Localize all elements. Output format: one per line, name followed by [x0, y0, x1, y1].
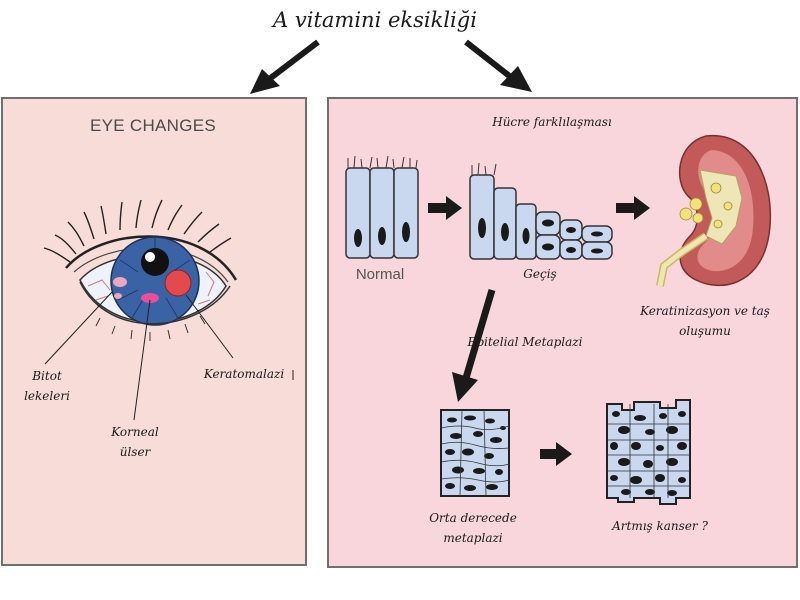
moderate-metaplasia-tissue: [440, 409, 510, 497]
eye-changes-panel: [1, 97, 307, 566]
eye-changes-heading: EYE CHANGES: [89, 116, 217, 135]
arrow-to-metaplasia: [452, 289, 496, 402]
cancer-tissue: [606, 399, 691, 505]
normal-epithelium: [345, 155, 419, 259]
korneal-pointer: [133, 299, 151, 421]
arrow-right-head: [500, 66, 532, 92]
increased-cancer-label: Artmış kanser ?: [612, 519, 708, 533]
arrow-to-cancer: [540, 442, 572, 466]
bitot-pointer: [44, 291, 113, 365]
normal-label: Normal: [355, 266, 405, 283]
keratomalazi-label: Keratomalazi: [203, 367, 285, 381]
kidney-illustration: [656, 135, 772, 287]
keratomalacia-lesion: [164, 269, 192, 297]
transition-epithelium: [469, 162, 613, 260]
arrow-to-transition: [428, 196, 462, 220]
bitot-spot: [113, 277, 127, 287]
main-title: A vitamini eksikliği: [273, 8, 477, 32]
moderate-metaplasia-label: Orta derecede metaplazi: [429, 511, 517, 545]
corneal-ulcer: [141, 293, 159, 303]
epithelial-metaplasia-label: Epitelial Metaplazi: [467, 335, 583, 349]
arrow-left-head: [250, 69, 280, 94]
gecis-label: Geçiş: [523, 267, 557, 281]
korneal-label: Korneal ülser: [111, 425, 159, 459]
arrow-to-kidney: [616, 196, 650, 220]
keratomalazi-pointer: [185, 294, 234, 359]
bitot-label: Bitot lekeleri: [24, 369, 70, 403]
iris: [110, 236, 200, 326]
cell-differentiation-heading: Hücre farklılaşması: [492, 115, 612, 129]
keratinization-label: Keratinizasyon ve taş oluşumu: [640, 304, 770, 338]
